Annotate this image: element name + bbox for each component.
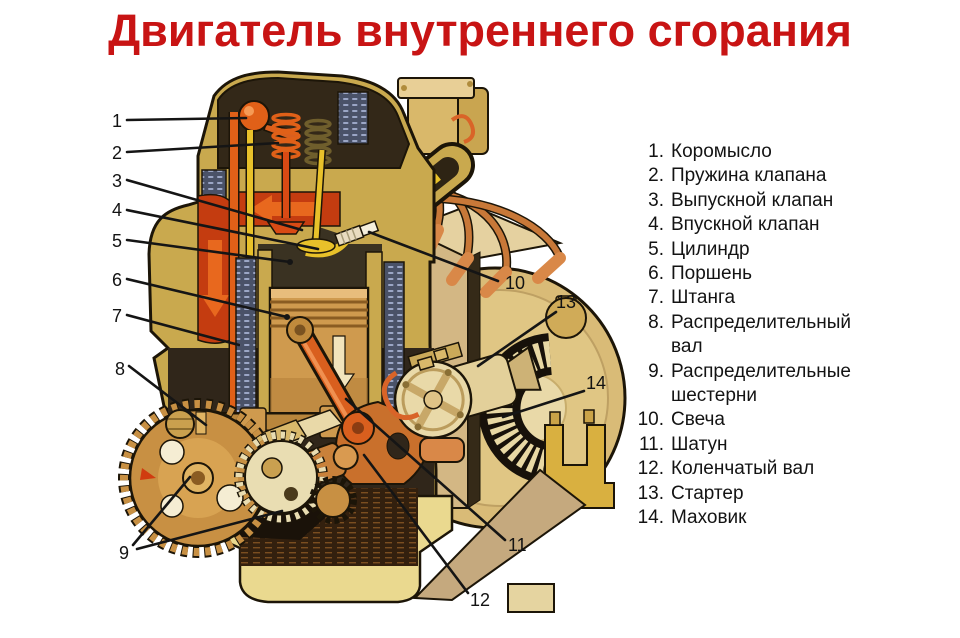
bracket-foot <box>507 583 555 613</box>
legend-item-label: Пружина клапана <box>671 165 827 187</box>
leader-line-9b <box>135 509 284 551</box>
legend-item: 2. Пружина клапана <box>629 164 883 188</box>
leader-line-3 <box>125 178 304 232</box>
water-jacket <box>337 91 369 145</box>
callout-label-14: 14 <box>586 373 606 393</box>
legend-item: 4. Впускной клапан <box>629 213 883 237</box>
legend-item-label: Коленчатый вал <box>671 458 815 480</box>
crankshaft-group <box>286 316 465 485</box>
legend-item-label: Впускной клапан <box>671 214 820 236</box>
legend-item-label: Выпускной клапан <box>671 189 834 211</box>
leader-line-2 <box>125 141 280 154</box>
callout-label-4: 4 <box>112 200 122 220</box>
legend-item-number: 6. <box>648 263 664 285</box>
rotation-arrow <box>140 468 156 480</box>
legend-item-label: Стартер <box>671 482 744 504</box>
callout-label-3: 3 <box>112 171 122 191</box>
legend-item: 13. Стартер <box>629 482 883 506</box>
leader-line-1 <box>125 116 248 122</box>
legend-item-number: 1. <box>648 141 664 162</box>
leader-line-12 <box>362 453 470 595</box>
legend-item-number: 3. <box>648 189 664 211</box>
legend-item: 11. Шатун <box>629 433 883 457</box>
legend-item-label: Поршень <box>671 263 752 285</box>
callout-label-5: 5 <box>112 231 122 251</box>
leader-line-11 <box>344 397 507 542</box>
legend-item-label: Маховик <box>671 507 747 529</box>
legend-item-number: 8. <box>648 311 664 333</box>
legend-item-number: 13. <box>637 482 664 504</box>
timing-gears <box>118 398 359 558</box>
leader-line-4 <box>125 208 320 251</box>
exhaust-valve-head <box>266 221 306 235</box>
legend-item-number: 12. <box>637 458 664 480</box>
leader-line-13 <box>476 310 558 368</box>
callout-label-12: 12 <box>470 590 490 610</box>
legend-item: 6. Поршень <box>629 262 883 286</box>
leader-line-7 <box>125 313 241 347</box>
crankshaft-gear <box>234 430 328 524</box>
leader-line-6 <box>125 277 289 319</box>
legend-item-number: 5. <box>648 238 664 260</box>
legend-item: 14. Маховик <box>629 506 883 530</box>
legend-item-number: 4. <box>648 214 664 236</box>
legend-item: 12. Коленчатый вал <box>629 457 883 481</box>
callout-label-9: 9 <box>119 543 129 563</box>
callout-label-2: 2 <box>112 143 122 163</box>
legend-item-label: Цилиндр <box>671 238 750 260</box>
legend-item: 8. Распределительный вал <box>629 311 883 360</box>
starter-motor <box>381 341 542 439</box>
starter-wire <box>381 370 420 421</box>
camshaft-nut <box>165 409 207 439</box>
legend-item-label: Коромысло <box>671 141 772 162</box>
distributor <box>545 295 587 339</box>
legend-item-label: Распределительный вал <box>671 311 852 358</box>
callout-label-8: 8 <box>115 359 125 379</box>
legend-item-number: 7. <box>648 287 664 309</box>
legend-item-number: 11. <box>638 433 664 455</box>
page-title: Двигатель внутреннего сгорания <box>108 5 852 56</box>
rocker-ball <box>238 100 270 132</box>
callout-label-6: 6 <box>112 270 122 290</box>
crank-journal <box>419 437 465 463</box>
legend-item-label: Распределительные шестерни <box>671 360 851 407</box>
callout-leader-lines <box>125 116 586 595</box>
legend-item-label: Шатун <box>671 433 728 455</box>
legend-item: 10. Свеча <box>629 408 883 432</box>
legend-item-label: Штанга <box>671 287 736 309</box>
leader-line-14 <box>501 389 586 419</box>
legend-item-number: 10. <box>637 409 664 431</box>
leader-line-10 <box>367 230 500 283</box>
leader-line-8 <box>127 364 208 427</box>
legend-item: 7. Штанга <box>629 286 883 310</box>
spark-plug <box>334 220 380 247</box>
legend-item-number: 2. <box>648 165 664 187</box>
water-jacket <box>235 257 257 424</box>
exhaust-valve-spring <box>271 112 301 160</box>
callout-label-7: 7 <box>112 306 122 326</box>
callout-label-1: 1 <box>112 111 122 131</box>
callout-label-13: 13 <box>556 292 576 312</box>
callout-label-11: 11 <box>508 535 527 555</box>
leader-line-5 <box>125 238 292 264</box>
legend-item-number: 14. <box>637 507 664 529</box>
legend-item: 1. Коромысло <box>629 140 883 164</box>
parts-legend: 1. Коромысло 2. Пружина клапана 3. Выпускно… <box>629 140 883 531</box>
idler-gear <box>309 476 357 524</box>
ignition-wire-curl <box>450 114 475 144</box>
callout-numbers: 1 2 3 4 5 6 7 8 9 10 11 12 13 14 <box>112 111 606 610</box>
legend-item-number: 9. <box>648 360 664 382</box>
legend-item: 9. Распределительные шестерни <box>629 360 883 409</box>
legend-item-label: Свеча <box>671 409 726 431</box>
callout-label-10: 10 <box>505 273 525 293</box>
legend-item: 3. Выпускной клапан <box>629 189 883 213</box>
leader-line-9a <box>131 475 192 547</box>
camshaft-gear <box>118 398 278 558</box>
legend-item: 5. Цилиндр <box>629 238 883 262</box>
